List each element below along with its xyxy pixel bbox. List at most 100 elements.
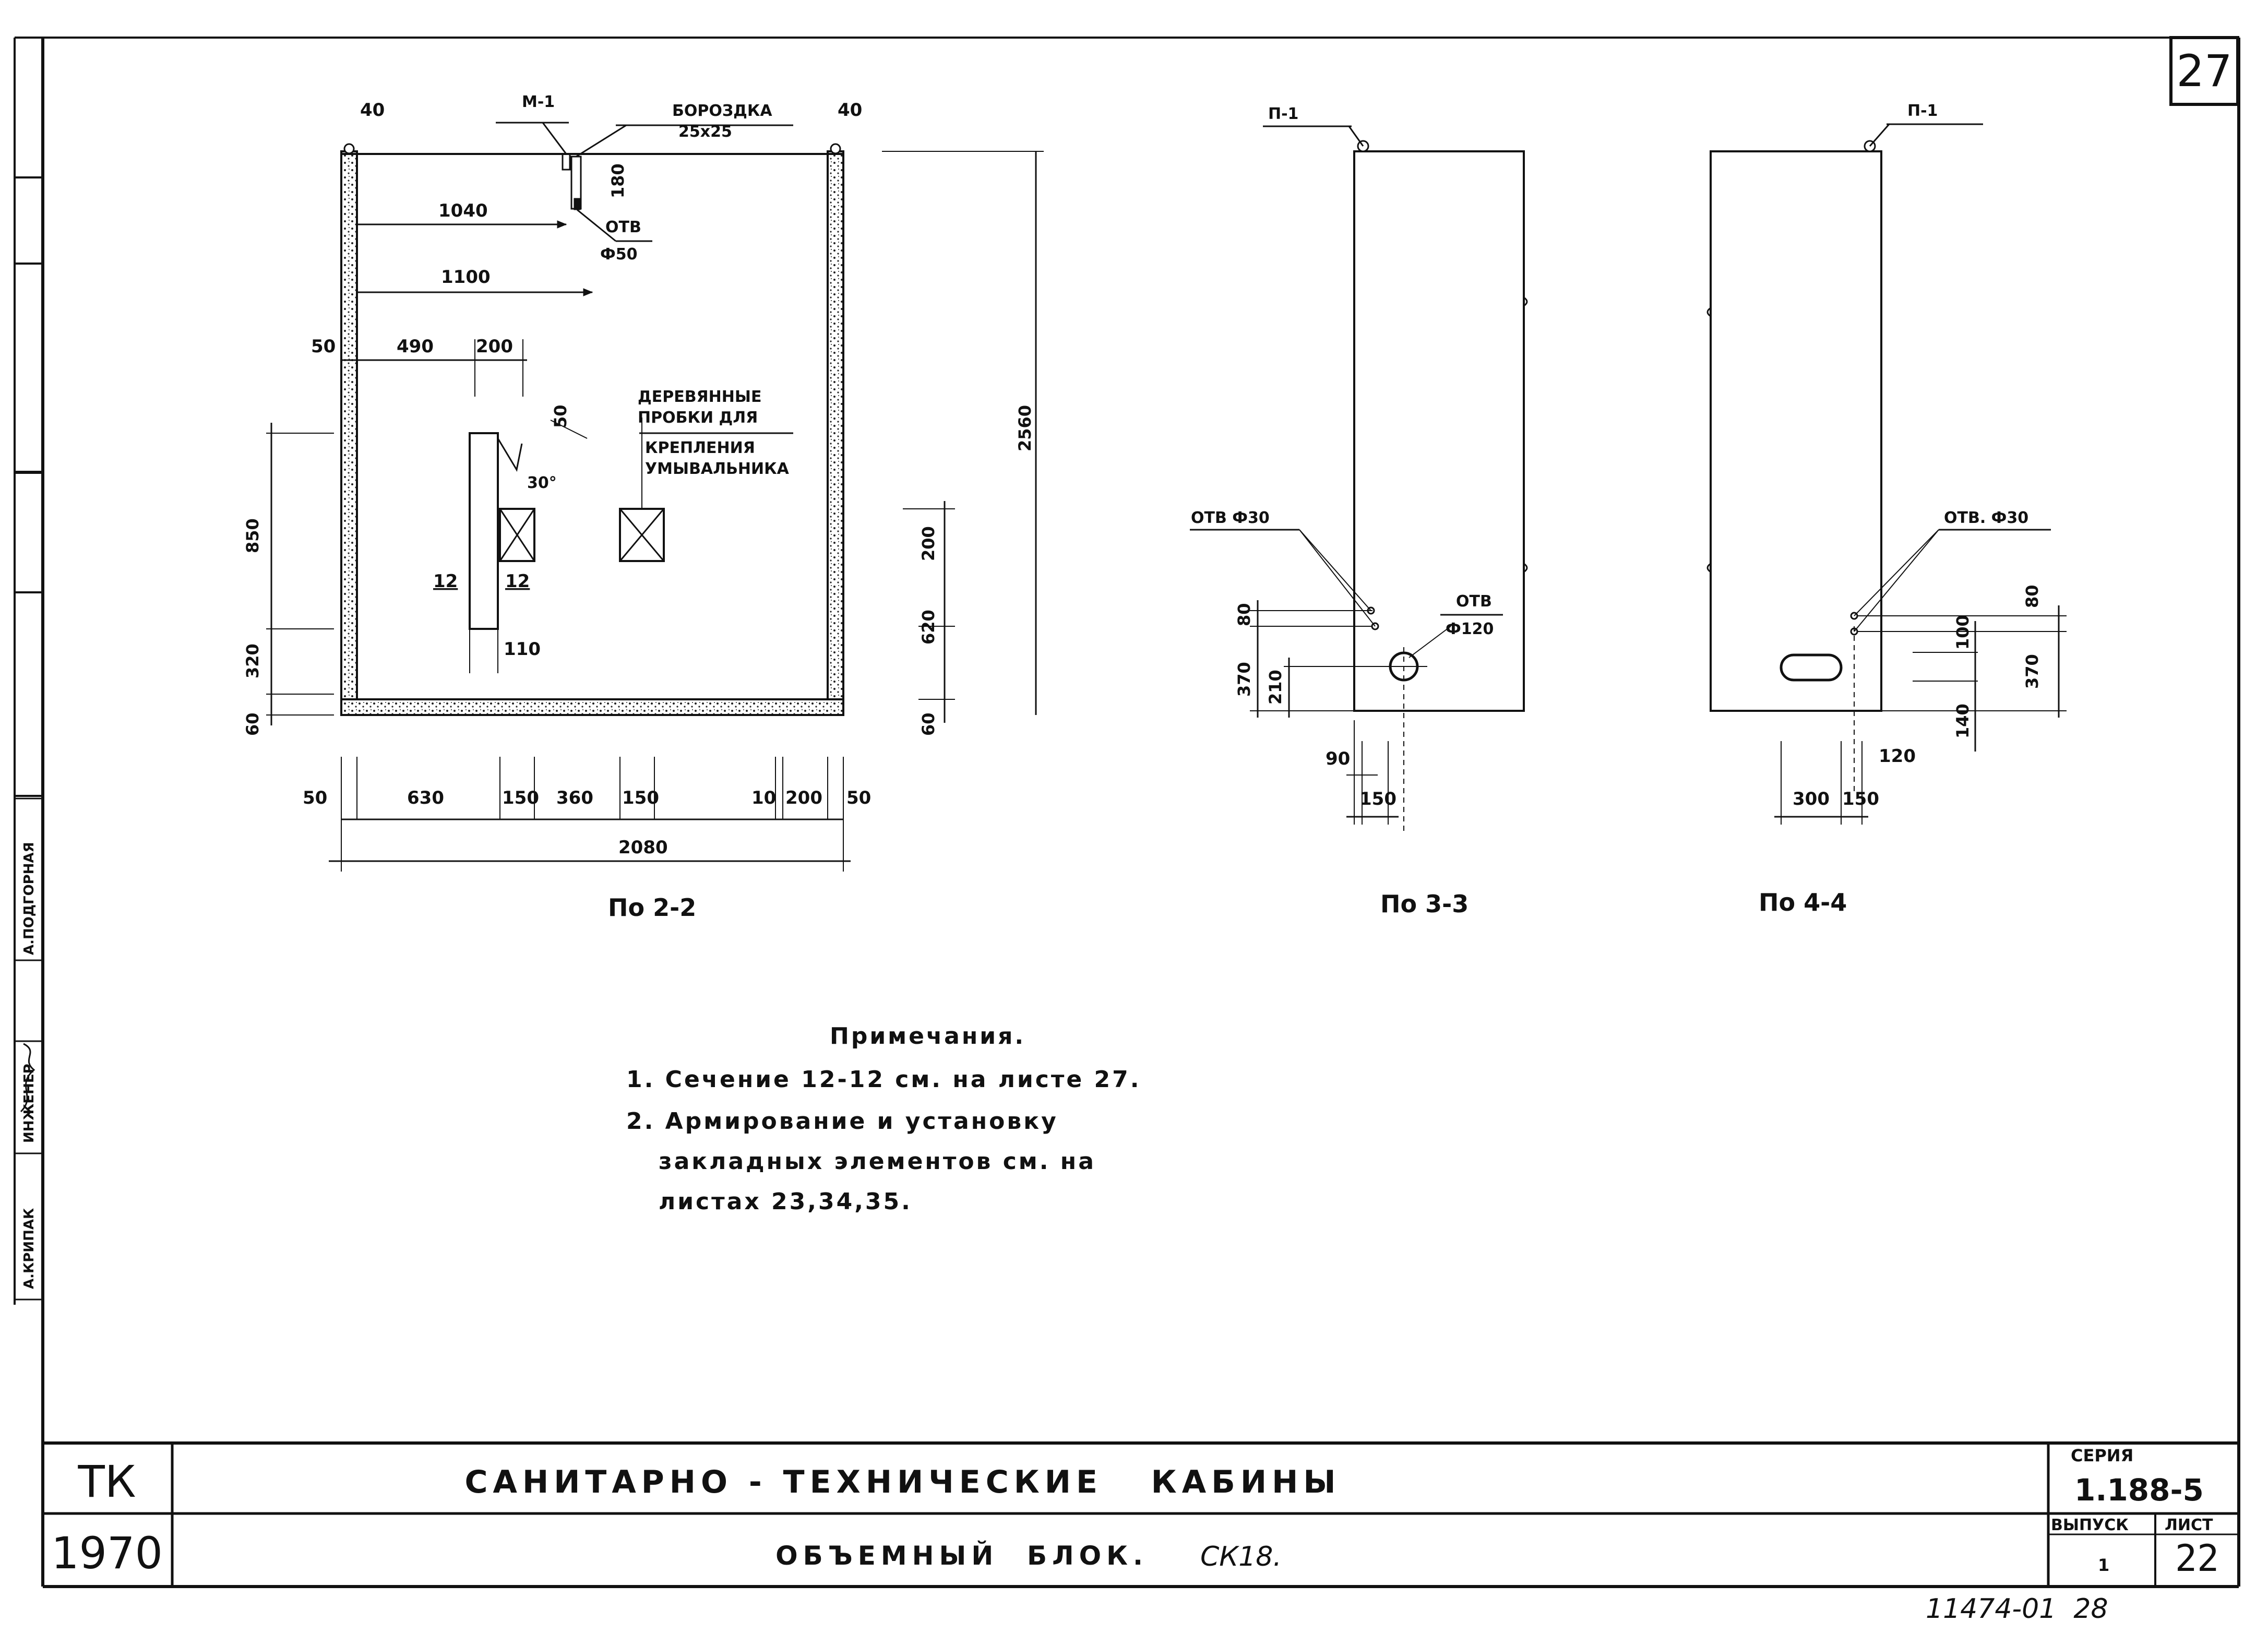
section-mark-left: 12 [433, 571, 458, 592]
label-hole120-diameter: Ф120 [1446, 620, 1494, 638]
title-block [43, 1441, 2239, 1587]
dim-110: 110 [504, 639, 541, 660]
dim-b150-a: 150 [502, 788, 539, 808]
caption-section-3-3: По 3-3 [1380, 890, 1469, 918]
dim-300-4-4: 300 [1793, 789, 1830, 809]
dim-200-top: 200 [476, 336, 513, 357]
label-hole-diameter: Ф50 [600, 245, 638, 264]
wall-panel-3-3 [1353, 150, 1525, 712]
sheet-label: ЛИСТ [2165, 1516, 2213, 1534]
section-3-3-view [1190, 125, 1528, 835]
dim-top-right: 40 [838, 100, 862, 121]
section-2-2-view [266, 122, 1044, 872]
signature-scribble [20, 1043, 35, 1113]
label-insert-m1: М-1 [522, 93, 555, 111]
dim-1100: 1100 [441, 267, 491, 288]
left-wall [340, 150, 358, 716]
label-angle: 30° [527, 474, 557, 492]
label-groove-size: 25х25 [678, 123, 732, 141]
floor-slab [340, 698, 844, 716]
label-hole30-4-4: ОТВ. Ф30 [1944, 509, 2028, 527]
sheet-frame [14, 37, 2240, 1588]
label-wood-plugs-3: КРЕПЛЕНИЯ [645, 439, 755, 457]
dim-150-3-3: 150 [1359, 789, 1396, 809]
sheet-value: 22 [2175, 1537, 2219, 1580]
block-mark: СК18. [1200, 1541, 1282, 1572]
dim-60-right: 60 [918, 712, 938, 736]
label-wood-plugs-4: УМЫВАЛЬНИКА [645, 460, 790, 478]
dim-850: 850 [243, 518, 262, 553]
dim-210-3-3: 210 [1266, 670, 1285, 705]
section-4-4-view [1706, 123, 2067, 825]
notes-line-2: 2. Армирование и установку [626, 1108, 1058, 1135]
series-label: СЕРИЯ [2071, 1446, 2133, 1465]
notes-heading: Примечания. [830, 1023, 1025, 1050]
caption-section-2-2: По 2-2 [608, 893, 696, 922]
label-wood-plugs-2: ПРОБКИ ДЛЯ [638, 409, 758, 427]
dim-180: 180 [608, 163, 628, 198]
notes-block: Примечания. 1. Сечение 12-12 см. на лист… [626, 1023, 1141, 1215]
section-3-3-text: П-1 ОТВ Ф30 ОТВ Ф120 80 370 210 90 150 П… [1191, 105, 1494, 918]
dim-b630: 630 [407, 788, 444, 808]
corner-number: 27 [2177, 45, 2233, 97]
issue-label: ВЫПУСК [2051, 1516, 2129, 1534]
side-stamp: А.ПОДГОРНАЯ ИНЖЕНЕР А.КРИПАК [14, 797, 44, 1301]
washbasin-bracket [469, 432, 499, 630]
wood-plug-left [499, 508, 535, 562]
dim-50-small: 50 [551, 404, 570, 428]
label-wood-plugs-1: ДЕРЕВЯННЫЕ [638, 388, 761, 406]
year: 1970 [51, 1528, 163, 1579]
dim-50-left: 50 [311, 336, 336, 357]
notes-line-1: 1. Сечение 12-12 см. на листе 27. [626, 1066, 1141, 1093]
dim-100-4-4: 100 [1953, 615, 1973, 650]
dim-150-4-4: 150 [1842, 789, 1879, 809]
dim-b150-b: 150 [622, 788, 659, 808]
label-hole30-3-3: ОТВ Ф30 [1191, 509, 1270, 527]
dim-370-3-3: 370 [1234, 662, 1254, 697]
dim-80-4-4: 80 [2022, 585, 2042, 608]
dim-60-bottom: 60 [243, 712, 262, 736]
issue-value: 1 [2098, 1555, 2109, 1575]
dim-370-4-4: 370 [2022, 654, 2042, 689]
dim-b200: 200 [785, 788, 822, 808]
dim-b10: 10 [751, 788, 776, 808]
series-value: 1.188-5 [2074, 1472, 2204, 1508]
dim-b50-left: 50 [303, 788, 327, 808]
dim-b360: 360 [556, 788, 593, 808]
dim-140-4-4: 140 [1953, 704, 1973, 738]
notes-line-4: листах 23,34,35. [659, 1188, 912, 1215]
dim-620: 620 [918, 610, 938, 645]
stamp-name-podgornaya: А.ПОДГОРНАЯ [21, 842, 37, 955]
dim-1040: 1040 [438, 200, 488, 221]
section-4-4-text: П-1 ОТВ. Ф30 80 100 370 140 120 300 150 … [1759, 102, 2042, 916]
right-wall [827, 150, 844, 716]
caption-section-4-4: По 4-4 [1759, 888, 1847, 916]
archive-number: 11474-01 28 [1926, 1593, 2108, 1625]
stamp-name-kripak: А.КРИПАК [21, 1208, 37, 1289]
label-insert-p1-4-4: П-1 [1907, 102, 1938, 120]
corner-number-box: 27 [2169, 36, 2239, 106]
section-mark-right: 12 [505, 571, 530, 592]
dim-490: 490 [397, 336, 434, 357]
dim-90-3-3: 90 [1326, 748, 1350, 769]
dim-120-4-4: 120 [1879, 746, 1916, 767]
drawing-subtitle: ОБЪЕМНЫЙ БЛОК. [775, 1540, 1148, 1571]
drawing-title: САНИТАРНО - ТЕХНИЧЕСКИЕ КАБИНЫ [465, 1464, 1341, 1500]
dim-b50-right: 50 [846, 788, 871, 808]
wall-panel-4-4 [1710, 150, 1882, 712]
label-groove-title: БОРОЗДКА [672, 102, 772, 120]
label-hole-title: ОТВ [605, 218, 641, 236]
org-code: ТК [78, 1456, 136, 1507]
dim-80-3-3: 80 [1234, 603, 1254, 626]
section-2-2-text: 40 40 М-1 БОРОЗДКА 25х25 180 ОТВ Ф50 104… [243, 93, 1035, 922]
label-hole120-title: ОТВ [1456, 592, 1492, 611]
dim-b-total-2080: 2080 [618, 837, 668, 858]
dim-height-2560: 2560 [1015, 405, 1035, 451]
dim-200-right: 200 [918, 526, 938, 561]
notes-line-3: закладных элементов см. на [659, 1148, 1096, 1175]
label-insert-p1-3-3: П-1 [1268, 105, 1298, 123]
title-block-text: ТК 1970 САНИТАРНО - ТЕХНИЧЕСКИЕ КАБИНЫ О… [51, 1446, 2219, 1580]
dim-top-left: 40 [360, 100, 385, 121]
slot-opening [1780, 653, 1843, 682]
